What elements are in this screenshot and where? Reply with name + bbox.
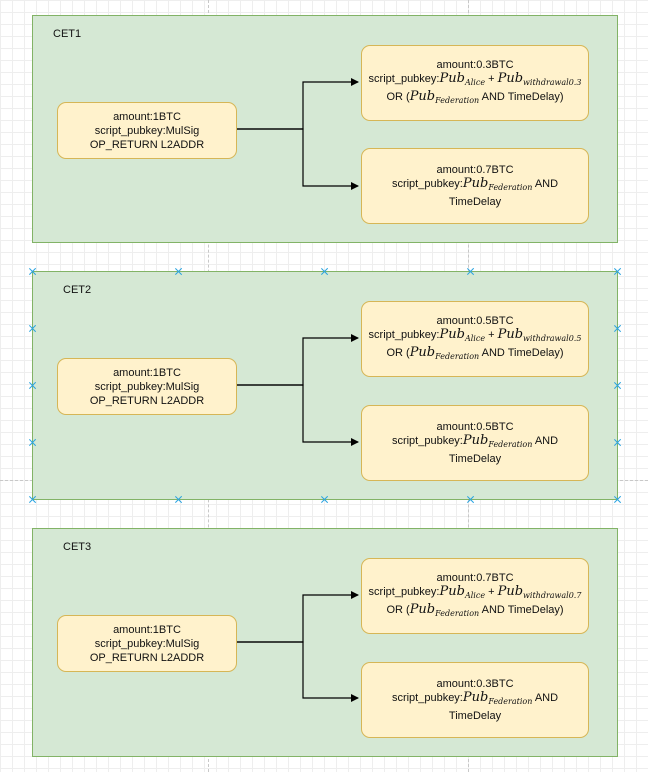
output-timedelay: TimeDelay <box>448 453 502 465</box>
panel-title: CET1 <box>53 28 82 40</box>
output-condition: OR (PubFederation AND TimeDelay) <box>386 345 564 362</box>
connector-arrow[interactable] <box>237 591 359 643</box>
selection-handle[interactable] <box>29 496 36 503</box>
output-box-2[interactable]: amount:0.3BTC script_pubkey:PubFederatio… <box>361 662 589 738</box>
output-amount: amount:0.7BTC <box>436 164 514 176</box>
input-script: script_pubkey:MulSig <box>94 637 200 650</box>
selection-handle[interactable] <box>467 268 474 275</box>
connector-arrow[interactable] <box>237 78 359 130</box>
input-amount: amount:1BTC <box>113 366 181 379</box>
selection-handle[interactable] <box>175 268 182 275</box>
output-box-1[interactable]: amount:0.7BTC script_pubkey:PubAlice + P… <box>361 558 589 634</box>
output-timedelay: TimeDelay <box>448 196 502 208</box>
selection-handle[interactable] <box>614 496 621 503</box>
selection-handle[interactable] <box>29 439 36 446</box>
selection-handle[interactable] <box>29 382 36 389</box>
output-box-2[interactable]: amount:0.7BTC script_pubkey:PubFederatio… <box>361 148 589 224</box>
output-script: script_pubkey:PubFederation AND <box>391 690 559 707</box>
input-amount: amount:1BTC <box>113 623 181 636</box>
connector-arrow[interactable] <box>237 334 359 386</box>
output-script: script_pubkey:PubAlice + Pubwithdrawal0.… <box>368 327 582 344</box>
output-box-1[interactable]: amount:0.3BTC script_pubkey:PubAlice + P… <box>361 45 589 121</box>
selection-handle[interactable] <box>614 268 621 275</box>
cet1-panel[interactable]: CET1 amount:1BTC script_pubkey:MulSig OP… <box>32 15 618 243</box>
input-script: script_pubkey:MulSig <box>94 380 200 393</box>
cet3-panel[interactable]: CET3 amount:1BTC script_pubkey:MulSig OP… <box>32 528 618 757</box>
selection-handle[interactable] <box>614 439 621 446</box>
panel-title: CET2 <box>63 284 92 296</box>
selection-handle[interactable] <box>29 268 36 275</box>
selection-handle[interactable] <box>175 496 182 503</box>
output-amount: amount:0.3BTC <box>436 59 514 71</box>
input-box[interactable]: amount:1BTC script_pubkey:MulSig OP_RETU… <box>57 102 237 159</box>
output-script: script_pubkey:PubAlice + Pubwithdrawal0.… <box>368 584 582 601</box>
output-amount: amount:0.7BTC <box>436 572 514 584</box>
output-script: script_pubkey:PubFederation AND <box>391 433 559 450</box>
output-condition: OR (PubFederation AND TimeDelay) <box>386 602 564 619</box>
input-box[interactable]: amount:1BTC script_pubkey:MulSig OP_RETU… <box>57 358 237 415</box>
output-amount: amount:0.5BTC <box>436 421 514 433</box>
input-op-return: OP_RETURN L2ADDR <box>89 138 205 151</box>
selection-handle[interactable] <box>467 496 474 503</box>
output-box-2[interactable]: amount:0.5BTC script_pubkey:PubFederatio… <box>361 405 589 481</box>
selection-handle[interactable] <box>29 325 36 332</box>
output-amount: amount:0.3BTC <box>436 678 514 690</box>
panel-title: CET3 <box>63 541 92 553</box>
output-condition: OR (PubFederation AND TimeDelay) <box>386 89 564 106</box>
output-amount: amount:0.5BTC <box>436 315 514 327</box>
input-script: script_pubkey:MulSig <box>94 124 200 137</box>
output-box-1[interactable]: amount:0.5BTC script_pubkey:PubAlice + P… <box>361 301 589 377</box>
input-op-return: OP_RETURN L2ADDR <box>89 394 205 407</box>
input-op-return: OP_RETURN L2ADDR <box>89 651 205 664</box>
connector-arrow[interactable] <box>237 641 359 702</box>
connector-arrow[interactable] <box>237 128 359 190</box>
selection-handle[interactable] <box>614 325 621 332</box>
output-script: script_pubkey:PubFederation AND <box>391 176 559 193</box>
selection-handle[interactable] <box>321 496 328 503</box>
connector-arrow[interactable] <box>237 384 359 446</box>
input-box[interactable]: amount:1BTC script_pubkey:MulSig OP_RETU… <box>57 615 237 672</box>
output-timedelay: TimeDelay <box>448 710 502 722</box>
selection-handle[interactable] <box>614 382 621 389</box>
selection-handle[interactable] <box>321 268 328 275</box>
input-amount: amount:1BTC <box>113 110 181 123</box>
output-script: script_pubkey:PubAlice + Pubwithdrawal0.… <box>368 71 582 88</box>
